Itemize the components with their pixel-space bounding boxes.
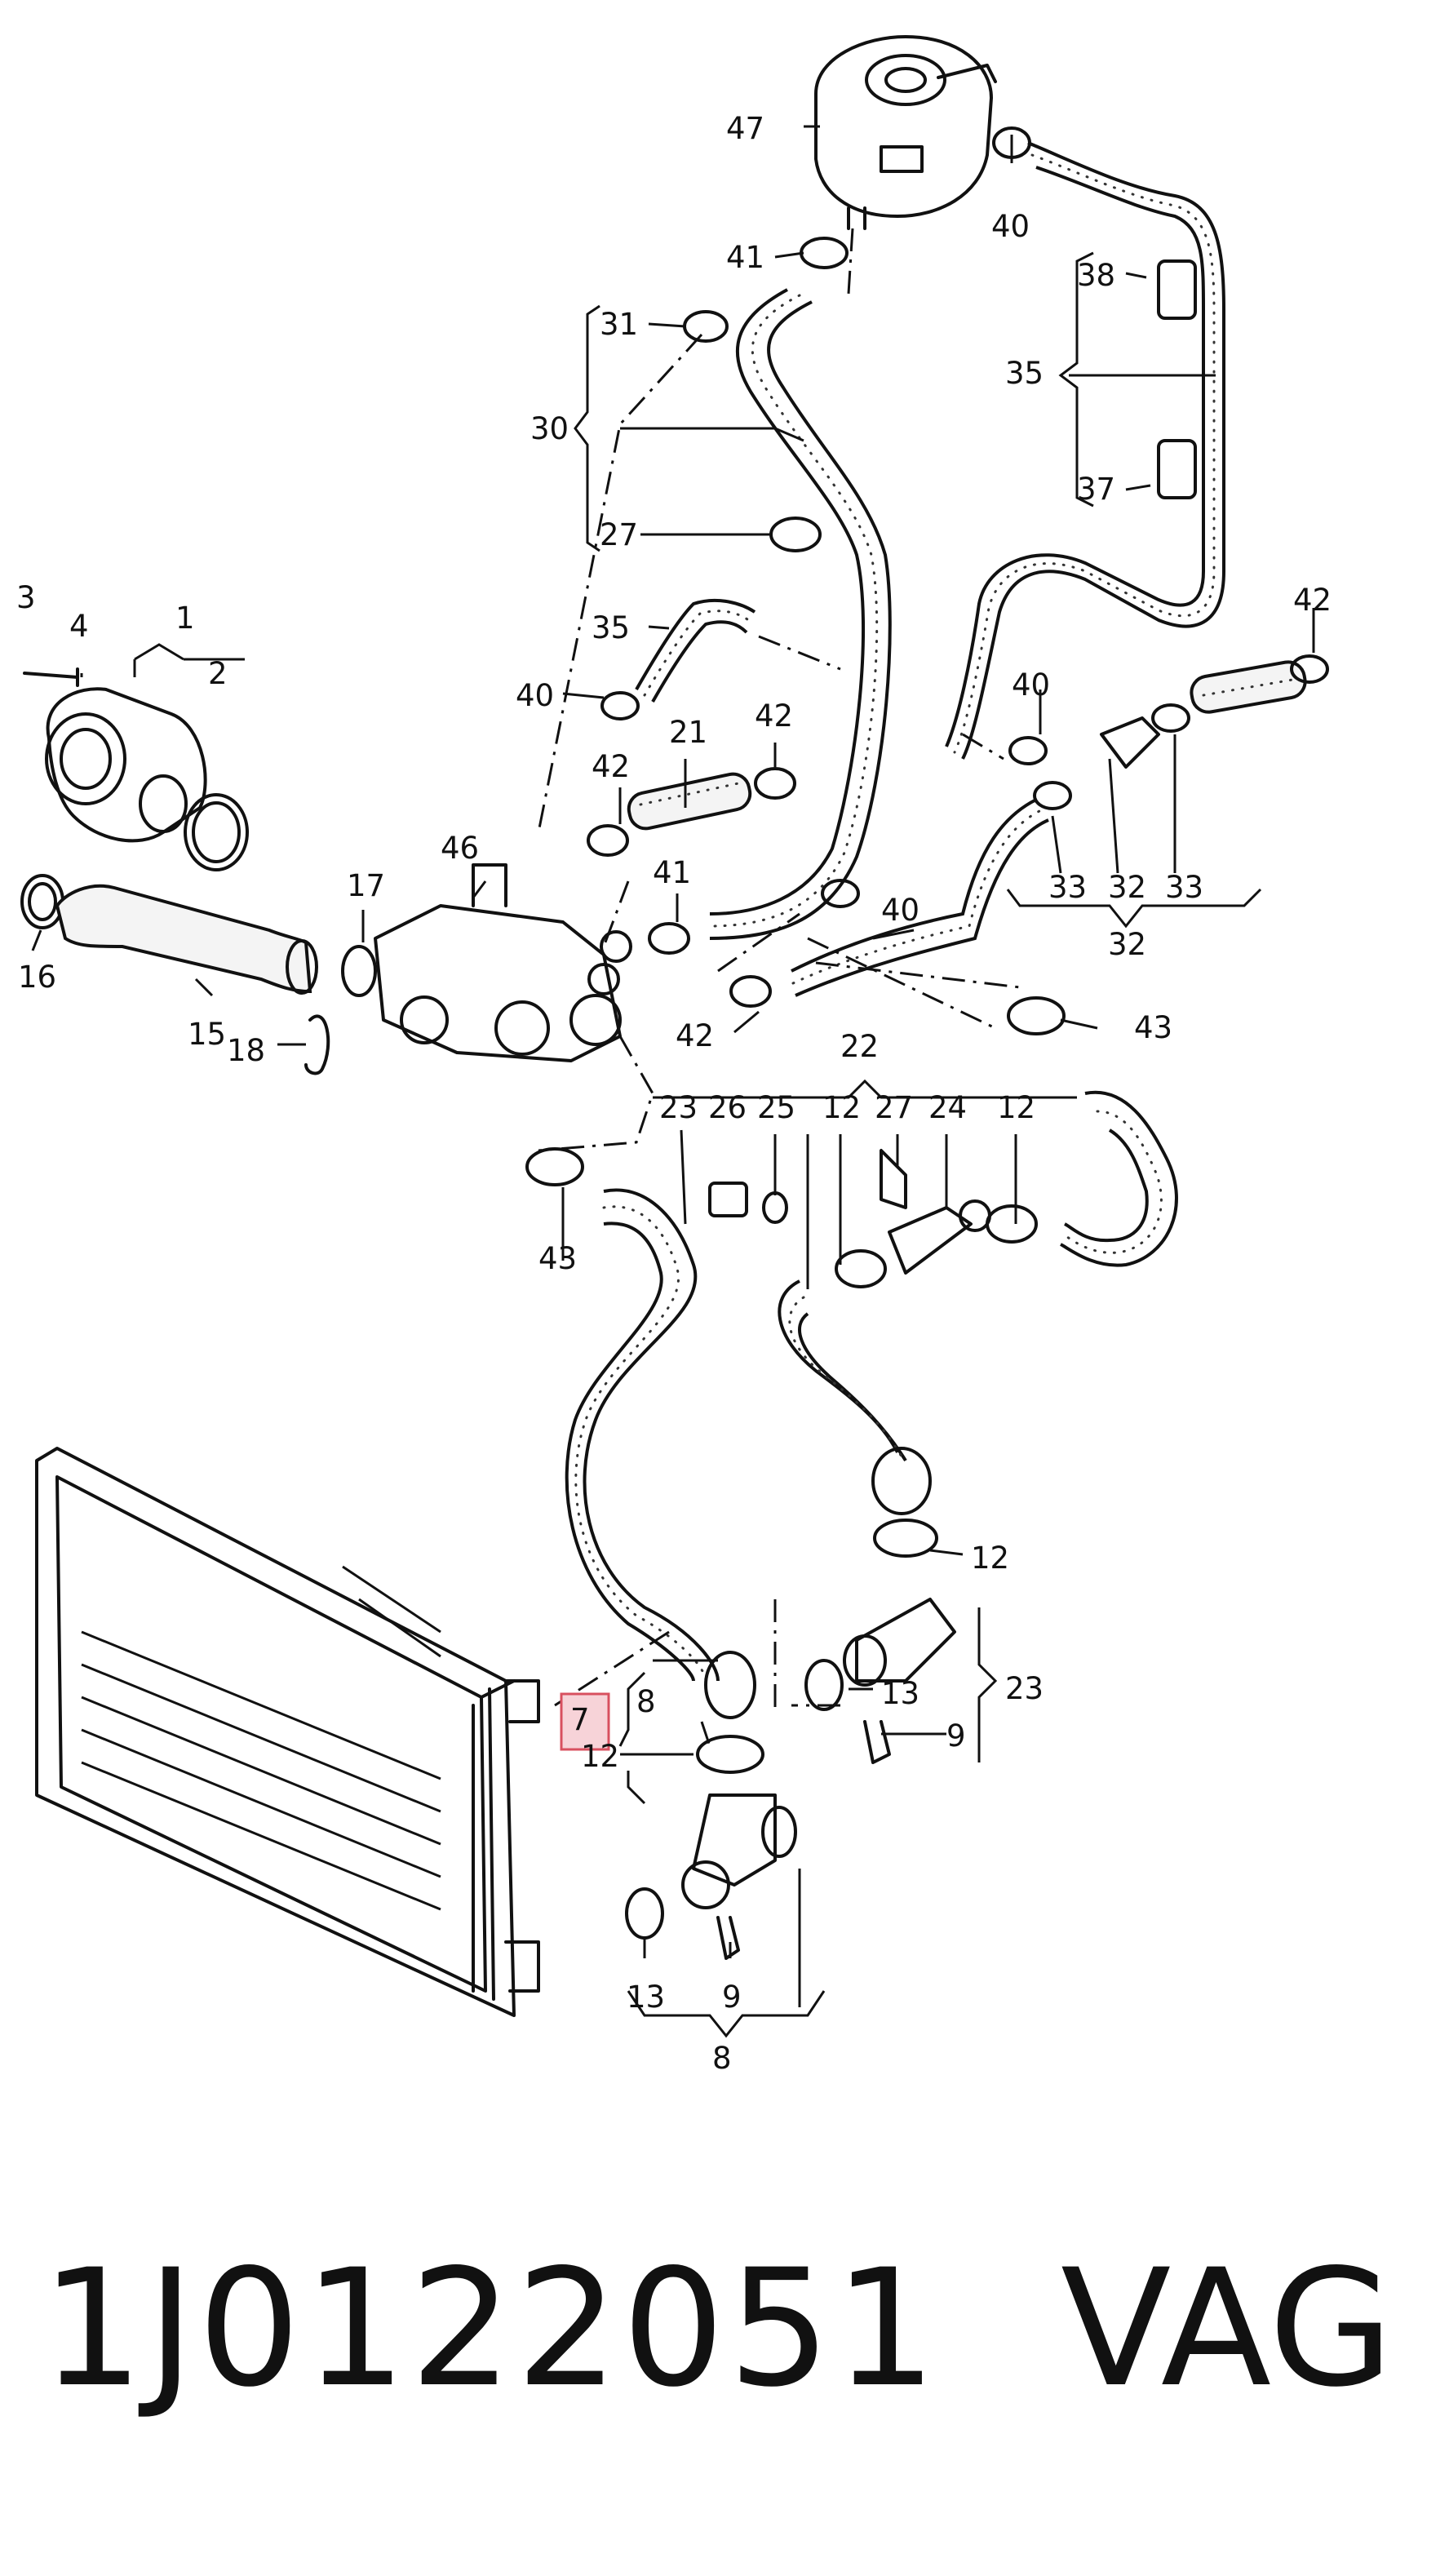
callout-34: 32 [1108,870,1146,905]
radiator [35,1447,540,2017]
callout-41: 41 [726,240,764,275]
callout-30: 30 [530,411,569,446]
callout-7: 7 [570,1702,590,1737]
expansion-tank [814,35,997,230]
water-pump [23,667,207,843]
callout-18: 18 [227,1033,265,1068]
callout-46: 46 [441,831,479,866]
callout-8: 8 [712,2041,732,2076]
callout-12: 12 [822,1090,861,1125]
leader-lines [31,125,1315,2007]
callout-22: 22 [840,1029,879,1064]
callout-15: 15 [188,1017,226,1052]
highlighted-callout-box [560,1692,610,1751]
callout-23: 23 [659,1090,698,1125]
bracket-9-lower [716,1916,740,1960]
part-number: 1J0122051 [41,2234,941,2423]
callout-9: 9 [946,1718,966,1754]
hose-37 [635,598,756,703]
callout-35: 33 [1048,870,1087,905]
callout-4: 4 [69,609,89,644]
callout-31: 27 [600,517,638,552]
assembly-line [537,228,1021,1747]
o-ring-25 [762,1191,788,1224]
hose-34 [1190,660,1307,714]
hose-30 [708,288,892,940]
callout-42: 42 [755,698,793,734]
o-ring-13-lower [625,1887,664,1940]
callout-40: 40 [516,678,554,713]
callout-40: 40 [881,893,919,928]
callout-37: 35 [1005,356,1044,391]
callout-39: 38 [1077,258,1115,293]
callout-13: 13 [627,1980,665,2015]
plug-26 [708,1182,748,1217]
group-brackets [133,251,1262,2038]
callout-47: 47 [726,111,764,146]
callout-2: 2 [208,656,228,691]
callout-42: 42 [592,749,630,784]
callout-43: 43 [1134,1010,1172,1045]
callout-27: 27 [875,1090,913,1125]
hose-21 [627,772,752,831]
hose-43-right [1060,1090,1178,1267]
callout-26: 26 [708,1090,747,1125]
callout-1: 1 [175,601,195,636]
callout-23: 23 [1005,1671,1044,1706]
coolant-connector-23 [843,1598,956,1687]
radiator-lower-hose [778,1279,932,1515]
callout-25: 25 [757,1090,795,1125]
callout-24: 24 [928,1090,967,1125]
callout-41: 41 [653,855,691,890]
callout-38: 37 [1077,472,1115,507]
coolant-connector-8 [681,1793,797,1909]
o-ring-13-right [804,1659,844,1711]
clip-18 [304,1014,330,1075]
brand-name: VAG [1061,2234,1394,2423]
callout-33: 32 [1108,927,1146,962]
callout-21: 21 [669,715,707,750]
callout-32: 31 [600,307,638,342]
callout-35: 33 [1165,870,1203,905]
hose-40-lower [791,798,1049,997]
callout-labels: 47 40 41 31 38 35 30 37 27 3 4 1 35 42 2… [16,111,1332,2076]
callout-42: 42 [1293,583,1332,618]
coolant-pipe [55,884,312,994]
callout-9: 9 [722,1980,742,2015]
callout-43: 43 [538,1241,577,1276]
bracket-9 [863,1720,891,1764]
cooling-system-exploded-diagram: 47 40 41 31 38 35 30 37 27 3 4 1 35 42 2… [16,35,1332,2076]
callout-12: 12 [997,1090,1035,1125]
callout-40: 40 [991,209,1030,244]
connector-24 [888,1199,991,1275]
callout-12: 12 [581,1739,619,1774]
bracket-27 [880,1149,907,1209]
water-pump-seal [184,793,249,871]
callout-37: 35 [592,610,630,645]
coolant-flange [374,863,632,1062]
callout-40: 40 [1012,667,1050,703]
callout-42: 42 [676,1018,714,1053]
radiator-upper-hose [565,1188,756,1719]
callout-8: 8 [636,1684,656,1719]
hose-40-right [945,141,1225,760]
callout-3: 3 [16,580,36,615]
callout-16: 16 [18,960,56,995]
callout-17: 17 [347,868,385,903]
callout-13: 13 [881,1676,919,1711]
callout-12: 12 [971,1541,1009,1576]
